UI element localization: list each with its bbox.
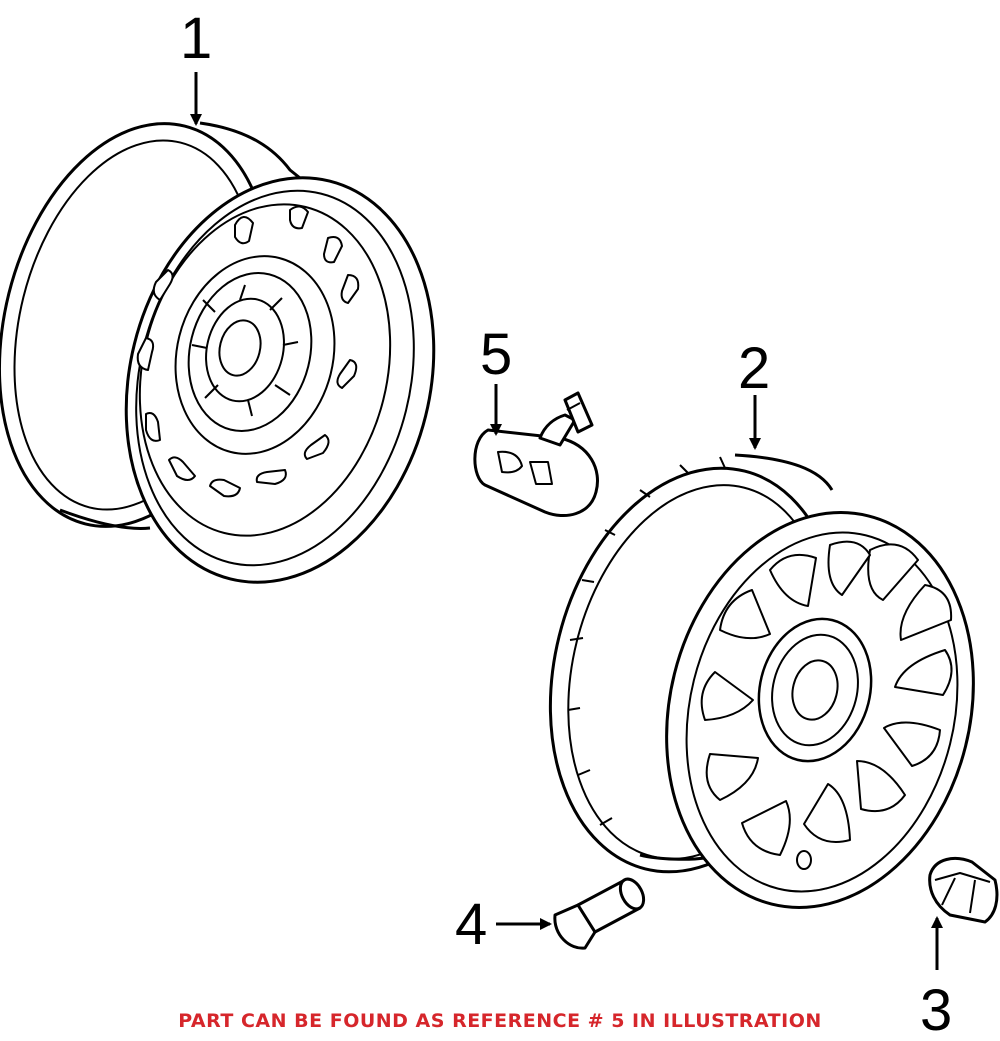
callout-3: 3 (920, 978, 952, 1041)
valve-stem (553, 877, 646, 950)
callout-1: 1 (180, 6, 212, 71)
callout-2: 2 (738, 336, 770, 401)
steel-wheel (0, 121, 436, 584)
callout-4: 4 (455, 892, 487, 957)
reference-caption: PART CAN BE FOUND AS REFERENCE # 5 IN IL… (178, 1010, 822, 1032)
leader-lines (190, 72, 943, 970)
callout-5: 5 (480, 322, 512, 387)
tpms-sensor (473, 391, 599, 517)
alloy-wheel (548, 453, 975, 909)
lug-nut (928, 857, 999, 924)
